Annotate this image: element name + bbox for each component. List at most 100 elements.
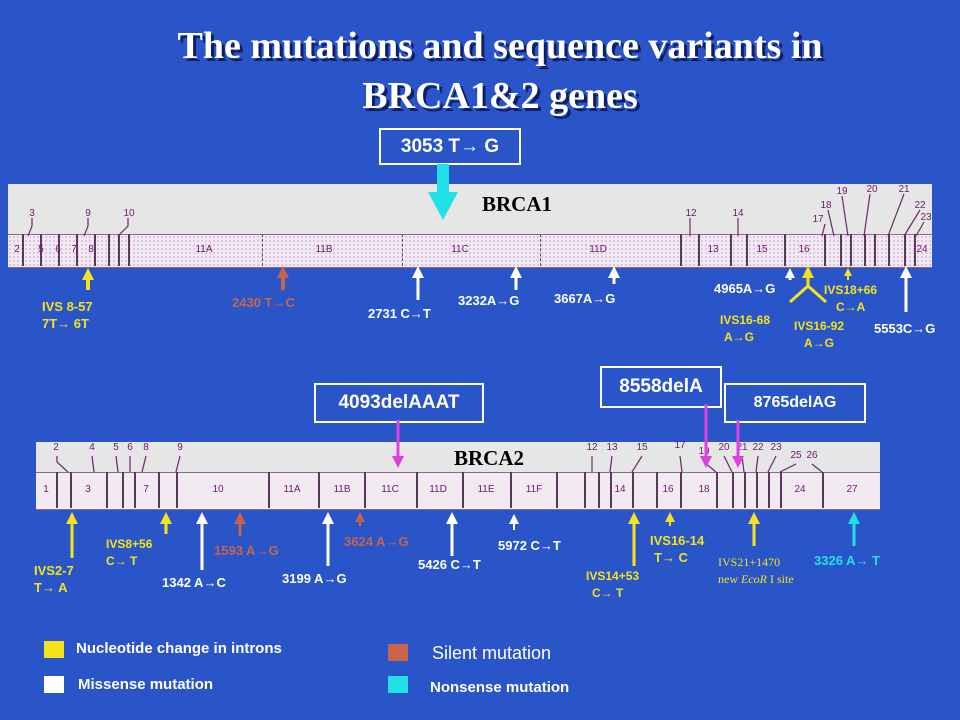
brca1-exon-number: 3 [29,208,35,219]
brca2-exon-number: 21 [736,442,748,453]
legend-silent-label: Silent mutation [432,643,552,663]
brca2-boxed-mutation: 8765delAG [724,383,866,423]
brca1-exon-label: 11D [589,244,607,255]
legend-intron-swatch [44,641,64,658]
brca1-mutation-label: 3667A→G [554,291,616,306]
brca1-mutation-label: 3232A→G [458,293,520,308]
brca2-exon-label: 27 [846,484,858,495]
brca2-mutation-label: 1342 A→C [162,575,226,590]
brca1-mutation-label: 4965A→G [714,281,776,296]
brca1-exon-label: 2 [14,244,20,255]
brca1-exon-label: 6 [55,244,61,255]
brca2-exon-number: 4 [89,442,95,453]
brca1-exon-label: 13 [707,244,719,255]
brca2-exon-number: 17 [674,440,686,451]
brca2-exon-number: 15 [636,442,648,453]
brca1-arrows [82,164,912,312]
legend-intron-label: Nucleotide change in introns [76,640,282,657]
brca1-boxed-mutation: 3053 T→ G [379,128,521,165]
brca2-exon-label: 7 [143,484,149,495]
brca1-exon-label: 24 [916,244,928,255]
brca2-exon-number: 5 [113,442,119,453]
brca2-exon-number: 13 [606,442,618,453]
brca1-exon-label: 11B [315,244,333,255]
brca1-exon-label: 8 [88,244,94,255]
brca2-exon-label: 11F [525,484,543,495]
brca2-exon-label: 11E [477,484,495,495]
brca2-gene-name: BRCA2 [454,446,525,470]
brca2-exon-label: 11C [381,484,399,495]
brca2-exon-number: 6 [127,442,133,453]
brca1-exon-label: 16 [798,244,810,255]
brca2-arrows [66,404,860,570]
brca2-exon-number: 8 [143,442,149,453]
brca2-mutation-label: 3199 A→G [282,571,347,586]
brca2-mutation-label: 3326 A→ T [814,553,880,568]
brca2-exon-label: 14 [614,484,626,495]
brca2-mutation-label: 5972 C→T [498,538,561,553]
brca1-gene-map: 2 5 6 7 8 11A 11B 11C 11D 13 15 16 24 3 … [8,184,932,268]
slide-title-line-1: The mutations and sequence variants in [177,25,823,67]
brca1-exon-number: 21 [898,184,910,195]
legend-missense-label: Missense mutation [78,676,214,693]
brca2-mutation-label: 3624 A→G [344,534,409,549]
brca1-mutation-label: 2731 C→T [368,306,431,321]
brca2-exon-label: 3 [85,484,91,495]
brca2-exon-label: 11A [283,484,301,495]
brca2-exon-number: 2 [53,442,59,453]
brca1-exon-number: 12 [685,208,697,219]
brca2-exon-label: 10 [212,484,224,495]
brca1-exon-number: 18 [820,200,832,211]
brca2-exon-label: 18 [698,484,710,495]
brca1-exon-number: 23 [920,212,932,223]
brca2-exon-number: 19 [698,446,710,457]
brca2-exon-number: 22 [752,442,764,453]
brca1-exon-label: 7 [71,244,77,255]
brca1-exon-label: 11C [451,244,469,255]
brca1-exon-number: 22 [914,200,926,211]
brca2-exon-number: 26 [806,450,818,461]
brca1-mutation-label: 5553C→G [874,321,936,336]
brca2-exon-label: 1 [43,484,49,495]
brca2-exon-label: 11D [429,484,447,495]
brca2-exon-label: 16 [662,484,674,495]
brca1-exon-track [8,234,932,268]
brca1-exon-number: 9 [85,208,91,219]
brca2-mutation-label: 5426 C→T [418,557,481,572]
brca2-exon-label: 11B [333,484,351,495]
brca2-exon-number: 12 [586,442,598,453]
brca2-mutation-label: IVS21+1470 new EcoR I site [718,555,794,586]
brca1-exon-label: 15 [756,244,768,255]
brca1-exon-label: 11A [195,244,213,255]
brca2-exon-number: 9 [177,442,183,453]
brca2-exon-label: 24 [794,484,806,495]
brca1-gene-name: BRCA1 [482,192,553,216]
legend-silent-swatch [388,644,408,661]
brca2-exon-number: 25 [790,450,802,461]
brca1-exon-number: 20 [866,184,878,195]
brca2-exon-number: 23 [770,442,782,453]
brca2-boxed-mutation: 8558delA [600,366,722,408]
brca1-mutation-label: 2430 T→C [232,295,295,310]
legend-missense-swatch [44,676,64,693]
legend-nonsense-swatch [388,676,408,693]
brca2-mutation-label: 1593 A→G [214,543,279,558]
brca1-exon-number: 10 [123,208,135,219]
brca2-boxed-mutation: 4093delAAAT [314,383,484,423]
slide-title-line-2: BRCA1&2 genes [362,75,638,117]
legend-nonsense-label: Nonsense mutation [430,679,570,696]
brca2-exon-number: 20 [718,442,730,453]
brca1-exon-number: 19 [836,186,848,197]
brca1-exon-label: 5 [38,244,44,255]
brca1-exon-number: 14 [732,208,744,219]
brca1-exon-number: 17 [812,214,824,225]
